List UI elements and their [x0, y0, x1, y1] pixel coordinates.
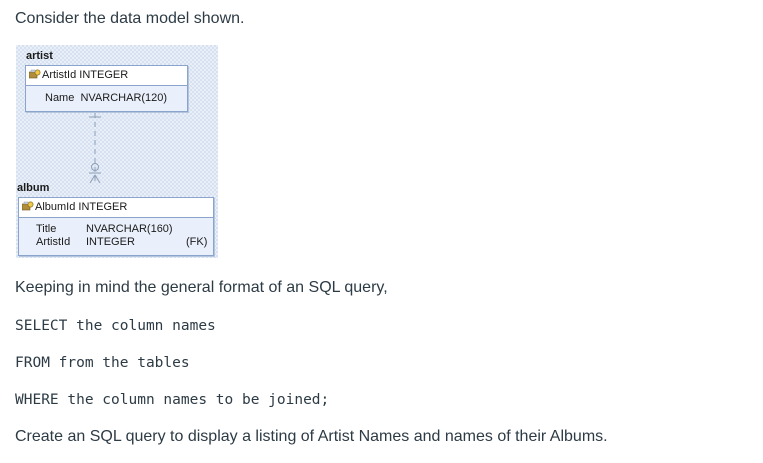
- primary-key-icon: [29, 69, 41, 79]
- keeping-text: Keeping in mind the general format of an…: [15, 279, 388, 296]
- optional-marker: [91, 163, 99, 171]
- album-field-row: ArtistId INTEGER (FK): [36, 236, 211, 249]
- album-field-type: NVARCHAR(160): [86, 223, 173, 235]
- crowfoot-left: [89, 174, 96, 184]
- artist-pk-row: ArtistId INTEGER: [26, 66, 187, 86]
- album-field-type: INTEGER: [86, 236, 135, 248]
- code-line-from: FROM from the tables: [15, 355, 190, 371]
- er-diagram: artist ArtistId INTEGER Name NVARCHAR(12…: [16, 45, 218, 258]
- artist-fields: Name NVARCHAR(120): [26, 86, 187, 111]
- album-table: AlbumId INTEGER Title NVARCHAR(160) Arti…: [18, 197, 214, 256]
- album-table-name: album: [17, 182, 50, 194]
- foreign-key-marker: (FK): [186, 236, 208, 248]
- artist-field-type: NVARCHAR(120): [80, 92, 168, 104]
- relationship-connector: [89, 113, 101, 184]
- album-field-name: Title: [36, 223, 57, 235]
- artist-table: ArtistId INTEGER Name NVARCHAR(120): [25, 65, 188, 112]
- artist-table-name: artist: [26, 50, 53, 62]
- code-line-where: WHERE the column names to be joined;: [15, 392, 330, 408]
- album-pk-row: AlbumId INTEGER: [19, 198, 213, 218]
- artist-pk-type: INTEGER: [79, 69, 129, 81]
- album-fields: Title NVARCHAR(160) ArtistId INTEGER (FK…: [19, 218, 213, 255]
- album-field-row: Title NVARCHAR(160): [36, 223, 211, 236]
- artist-field-name: Name: [45, 92, 75, 104]
- intro-text: Consider the data model shown.: [15, 10, 245, 27]
- task-text: Create an SQL query to display a listing…: [15, 428, 608, 445]
- primary-key-icon: [22, 201, 34, 211]
- code-line-select: SELECT the column names: [15, 318, 216, 334]
- album-field-name: ArtistId: [36, 236, 71, 248]
- album-pk-type: INTEGER: [78, 201, 128, 213]
- artist-pk-field: ArtistId: [42, 69, 77, 81]
- album-pk-field: AlbumId: [35, 201, 76, 213]
- artist-field-row: Name NVARCHAR(120): [45, 92, 167, 105]
- crowfoot-right: [94, 174, 101, 184]
